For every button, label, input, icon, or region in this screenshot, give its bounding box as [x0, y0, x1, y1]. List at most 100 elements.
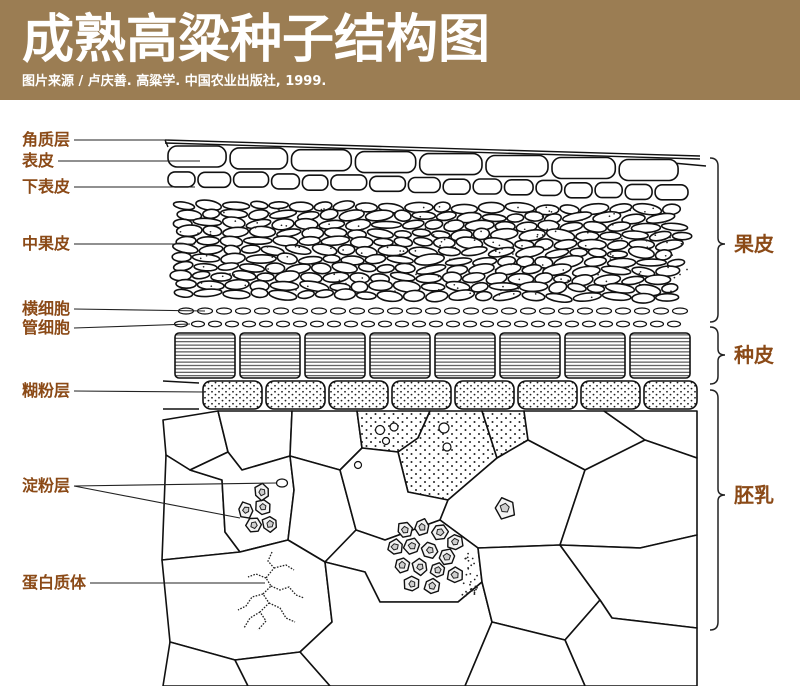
mesocarp-cell: [609, 203, 633, 214]
mesocarp-cell: [494, 263, 522, 276]
starch-cell-dot: [473, 589, 476, 592]
endosperm-cell: [464, 621, 586, 686]
seed-coat-cell: [239, 332, 301, 379]
starch-granule-core: [408, 580, 416, 588]
starch-cell-dot: [470, 564, 473, 567]
mesocarp-cell: [415, 264, 447, 275]
mesocarp-dot: [223, 211, 225, 214]
mesocarp-cell: [481, 213, 507, 223]
mesocarp-dot: [229, 273, 231, 275]
mesocarp-dot: [521, 244, 523, 247]
mesocarp-dot: [541, 215, 544, 218]
mesocarp-cell: [627, 245, 655, 260]
mesocarp-cell: [654, 239, 684, 252]
tube-cell: [649, 320, 665, 328]
cross-cell: [291, 307, 309, 315]
aleurone-cell: [517, 380, 578, 410]
mesocarp-dot: [399, 253, 401, 256]
mesocarp-dot: [402, 250, 405, 252]
mesocarp-cell: [411, 228, 432, 238]
leader-starch: [73, 482, 277, 487]
starch-cell-dot: [473, 593, 476, 595]
mesocarp-cell: [217, 262, 240, 271]
cross-cell: [595, 307, 613, 315]
mesocarp-cell: [222, 289, 251, 300]
mesocarp-cell: [506, 213, 525, 223]
mesocarp-cell: [402, 289, 426, 303]
hypodermis-cell: [197, 171, 232, 189]
tube-cell: [207, 320, 223, 328]
mesocarp-cell: [245, 253, 277, 265]
mesocarp-cell: [175, 278, 197, 290]
cross-cell: [329, 307, 347, 315]
mesocarp-dot: [361, 228, 363, 231]
mesocarp-dot: [440, 240, 443, 243]
mesocarp-dot: [510, 263, 512, 266]
starch-cell-dot: [475, 588, 477, 591]
mesocarp-dot: [323, 208, 325, 210]
mesocarp-cell: [268, 289, 298, 301]
mesocarp-cell: [238, 263, 266, 273]
mesocarp-cell: [171, 251, 192, 263]
mesocarp-cell: [249, 200, 269, 210]
mesocarp-dot: [307, 228, 310, 230]
hypodermis-cell: [232, 171, 270, 188]
cross-cell: [576, 307, 594, 315]
mesocarp-cell: [661, 283, 679, 294]
mesocarp-dot: [541, 234, 544, 236]
tube-cell: [326, 320, 342, 328]
mesocarp-dot: [424, 267, 426, 269]
mesocarp-dot: [512, 293, 515, 295]
mesocarp-dot: [517, 287, 520, 290]
seed-coat-cell: [304, 332, 366, 379]
starch-granule-core: [450, 537, 460, 546]
aleurone-cell: [391, 380, 452, 410]
mesocarp-cell: [545, 292, 573, 304]
mesocarp-dot: [550, 211, 553, 213]
mesocarp-dot: [548, 210, 551, 212]
mesocarp-dot: [680, 242, 683, 245]
mesocarp-cell: [477, 201, 506, 214]
tube-cell: [292, 320, 308, 328]
mesocarp-cell: [586, 283, 606, 294]
tube-cell: [275, 320, 291, 328]
mesocarp-cell: [299, 280, 330, 293]
mesocarp-dot: [654, 231, 656, 234]
brace-testa: [709, 326, 726, 385]
mesocarp-dot: [355, 292, 358, 295]
mesocarp-dot: [233, 274, 236, 276]
mesocarp-cell: [524, 210, 545, 222]
seed-coat-layer: [174, 332, 691, 379]
mesocarp-cell: [413, 253, 445, 266]
mesocarp-dot: [464, 254, 467, 257]
cross-cell: [424, 307, 442, 315]
mesocarp-cell: [332, 200, 356, 212]
mesocarp-dot: [512, 253, 514, 255]
mesocarp-dot: [320, 208, 323, 211]
tube-cell: [241, 320, 257, 328]
mesocarp-cell: [437, 246, 462, 257]
region-label-endosperm: 胚乳: [734, 483, 774, 507]
tube-cell: [581, 320, 597, 328]
protein-body-matrix: [247, 573, 267, 579]
hypodermis-cell: [442, 178, 471, 195]
mesocarp-dot: [523, 228, 526, 231]
brace-endosperm: [709, 389, 726, 631]
cuticle-line: [164, 139, 169, 148]
mesocarp-cell: [599, 231, 622, 241]
mesocarp-cell: [314, 288, 335, 299]
cross-cell: [557, 307, 575, 315]
mesocarp-dot: [437, 275, 440, 278]
mesocarp-cell: [364, 253, 387, 265]
label-leader-lines: [58, 139, 277, 584]
inclusion-circle: [442, 442, 452, 452]
endosperm-cell: [234, 651, 331, 686]
mesocarp-cell: [542, 263, 572, 277]
mesocarp-cell: [621, 213, 646, 225]
protein-body-matrix: [273, 564, 295, 571]
starch-granule-core: [259, 502, 267, 511]
mesocarp-dot: [686, 268, 688, 271]
mesocarp-dot: [345, 282, 347, 285]
mesocarp-cell: [221, 201, 251, 211]
mesocarp-dot: [200, 282, 203, 284]
